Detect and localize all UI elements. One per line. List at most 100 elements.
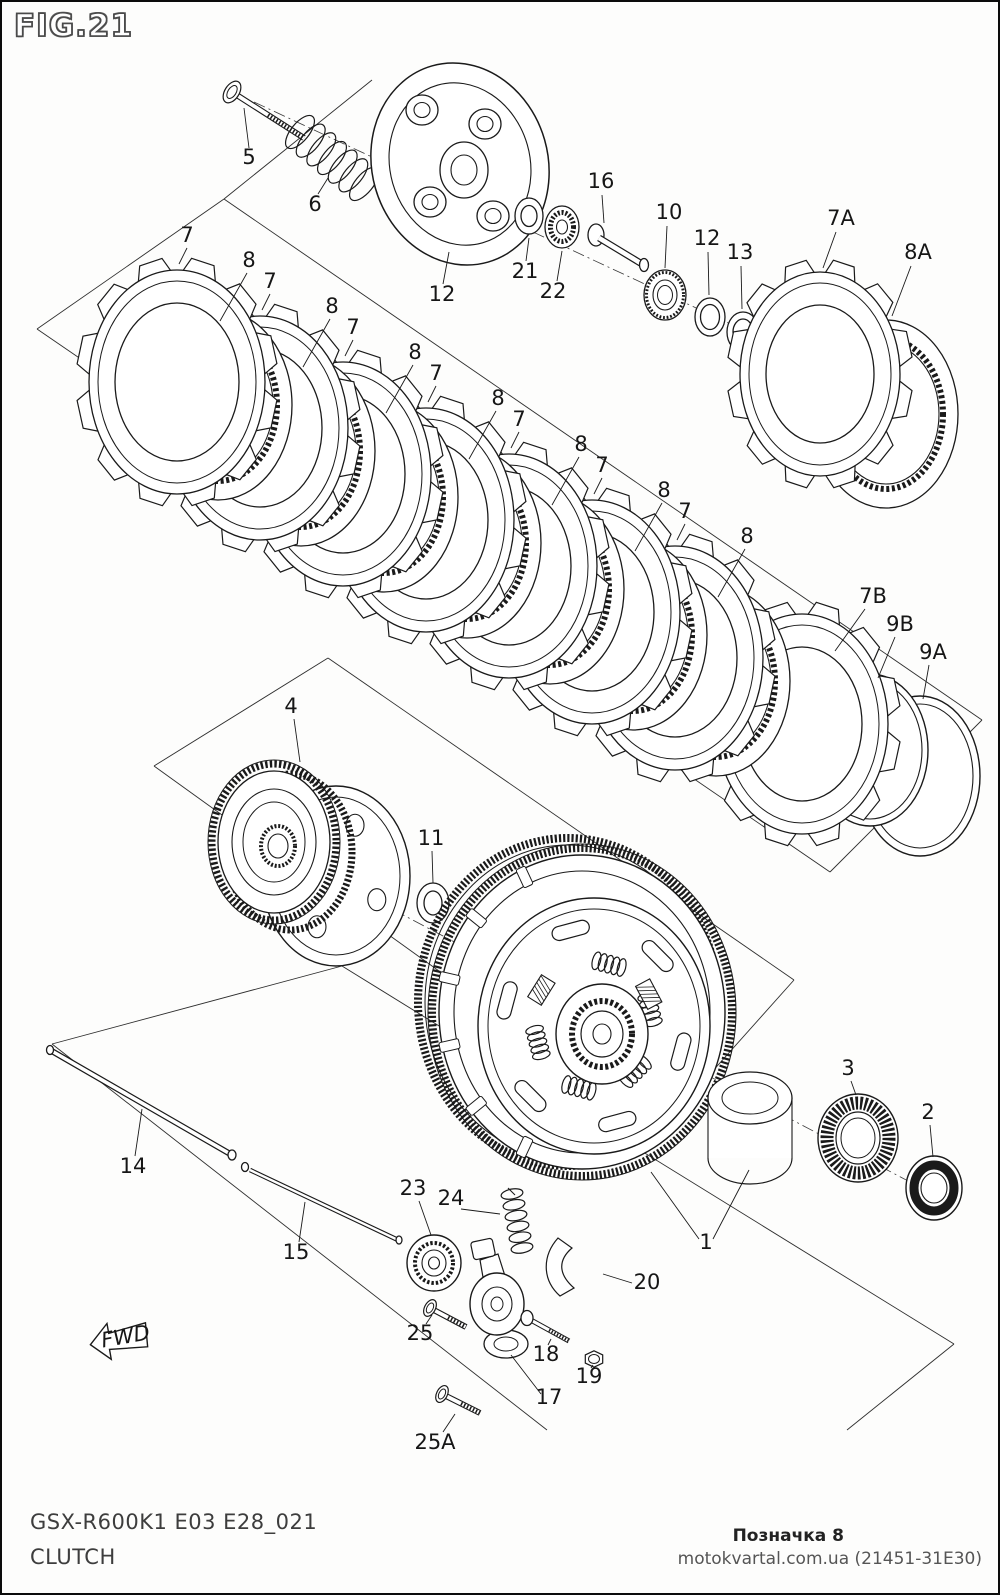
- svg-text:7: 7: [429, 361, 442, 385]
- part-bolt-25A: [435, 1384, 482, 1416]
- svg-text:18: 18: [533, 1342, 560, 1366]
- svg-text:5: 5: [242, 145, 255, 169]
- callout-12: 12: [694, 226, 721, 296]
- callout-8: 8: [219, 248, 256, 322]
- callout-8: 8: [551, 432, 588, 506]
- callout-8A: 8A: [891, 240, 932, 317]
- footer-left: GSX-R600K1 E03 E28_021 CLUTCH: [30, 1505, 317, 1575]
- svg-text:10: 10: [656, 200, 683, 224]
- svg-text:23: 23: [400, 1176, 427, 1200]
- callout-6: 6: [308, 177, 329, 216]
- svg-text:14: 14: [120, 1154, 147, 1178]
- callout-2: 2: [921, 1100, 935, 1158]
- figure-title: FIG.21: [13, 7, 134, 45]
- svg-text:8: 8: [574, 432, 587, 456]
- callout-7A: 7A: [822, 206, 855, 269]
- callout-25A: 25A: [414, 1413, 456, 1454]
- part-bearing-23: [406, 1234, 462, 1292]
- part-washer-21: [514, 197, 544, 235]
- svg-text:8A: 8A: [904, 240, 932, 264]
- svg-text:8: 8: [657, 478, 670, 502]
- figure-caption: CLUTCH: [30, 1545, 116, 1569]
- svg-text:12: 12: [694, 226, 721, 250]
- svg-text:9B: 9B: [886, 612, 914, 636]
- svg-text:7: 7: [512, 407, 525, 431]
- svg-text:25A: 25A: [414, 1430, 456, 1454]
- callout-1: 1: [650, 1169, 750, 1254]
- callout-8: 8: [717, 524, 754, 598]
- part-washer-2: [905, 1155, 963, 1221]
- part-friction-plate-7A: [727, 259, 913, 489]
- svg-text:7: 7: [678, 499, 691, 523]
- part-bolt-25: [423, 1299, 468, 1330]
- part-pressure-plate-12: [370, 62, 550, 266]
- part-plate-stack: [76, 257, 981, 857]
- callout-17: 17: [510, 1354, 562, 1409]
- svg-text:7B: 7B: [859, 584, 887, 608]
- callout-7: 7: [510, 407, 526, 449]
- svg-text:7: 7: [263, 269, 276, 293]
- part-pushrod-15: [240, 1161, 403, 1245]
- callout-5: 5: [242, 107, 256, 169]
- callout-24: 24: [438, 1186, 501, 1215]
- fwd-direction-marker: FWD: [89, 1320, 152, 1361]
- svg-text:8: 8: [740, 524, 753, 548]
- callout-7: 7: [427, 361, 443, 403]
- part-retainer-20: [545, 1237, 576, 1297]
- svg-text:12: 12: [429, 282, 456, 306]
- svg-text:7: 7: [346, 315, 359, 339]
- svg-text:7A: 7A: [827, 206, 855, 230]
- callout-7: 7: [178, 223, 194, 265]
- svg-text:4: 4: [284, 694, 297, 718]
- part-bolt-5: [222, 80, 306, 141]
- callout-8: 8: [468, 386, 505, 460]
- callout-11: 11: [418, 826, 444, 884]
- callout-7: 7: [344, 315, 360, 357]
- part-clutch-spring-6: [284, 114, 380, 202]
- callout-8: 8: [302, 294, 339, 368]
- callout-10: 10: [656, 200, 683, 269]
- model-code: GSX-R600K1 E03 E28_021: [30, 1510, 318, 1534]
- callout-18: 18: [533, 1338, 560, 1366]
- svg-text:1: 1: [699, 1230, 712, 1254]
- callout-7: 7: [261, 269, 277, 311]
- watermark-text: motokvartal.com.ua (21451-31E30): [677, 1549, 982, 1569]
- callout-3: 3: [841, 1056, 857, 1096]
- callout-20: 20: [602, 1270, 660, 1294]
- svg-text:3: 3: [841, 1056, 854, 1080]
- part-bearing-22: [544, 205, 580, 249]
- part-push-piece-16: [587, 223, 650, 273]
- part-spacer-bushing: [707, 1071, 793, 1185]
- part-washer-12: [694, 297, 726, 337]
- svg-text:15: 15: [283, 1240, 310, 1264]
- callout-15: 15: [283, 1201, 310, 1264]
- part-callouts: 56122122161012137A8A787878787878787B9B9A…: [120, 107, 947, 1454]
- svg-text:21: 21: [512, 259, 539, 283]
- callout-21: 21: [512, 237, 539, 283]
- part-pushrod-14: [45, 1044, 237, 1161]
- svg-text:9A: 9A: [919, 640, 947, 664]
- callout-23: 23: [400, 1176, 432, 1236]
- svg-text:13: 13: [727, 240, 754, 264]
- callout-25: 25: [407, 1314, 433, 1345]
- callout-7B: 7B: [834, 584, 887, 652]
- callout-8: 8: [385, 340, 422, 414]
- callout-19: 19: [576, 1364, 603, 1388]
- callout-22: 22: [540, 250, 566, 303]
- callout-9A: 9A: [919, 640, 947, 700]
- callout-8: 8: [634, 478, 671, 552]
- svg-text:7: 7: [180, 223, 193, 247]
- part-release-cam-17: [469, 1237, 529, 1359]
- callout-12: 12: [429, 251, 456, 306]
- part-nut-19: [584, 1350, 604, 1368]
- svg-text:2: 2: [921, 1100, 934, 1124]
- svg-text:16: 16: [588, 169, 615, 193]
- svg-text:7: 7: [595, 453, 608, 477]
- svg-text:8: 8: [491, 386, 504, 410]
- callout-4: 4: [284, 694, 301, 763]
- callout-14: 14: [120, 1108, 147, 1178]
- part-spring-24: [500, 1187, 534, 1254]
- part-clutch-housing-1: [414, 834, 737, 1181]
